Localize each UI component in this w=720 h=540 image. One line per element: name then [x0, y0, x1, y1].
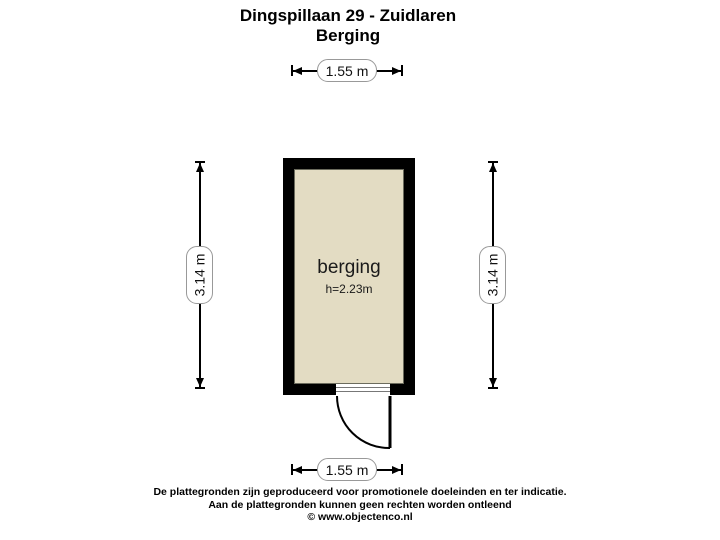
- room-berging: berging h=2.23m: [294, 169, 404, 384]
- disclaimer-line-1: De plattegronden zijn geproduceerd voor …: [153, 486, 567, 498]
- disclaimer-line-2: Aan de plattegronden kunnen geen rechten…: [208, 498, 512, 511]
- dimension-value: 3.14 m: [484, 253, 501, 297]
- arrow-down-icon: [489, 378, 497, 387]
- room-height-label: h=2.23m: [325, 282, 373, 296]
- dimension-end-tick: [488, 161, 498, 163]
- arrow-up-icon: [196, 163, 204, 172]
- arrow-left-icon: [293, 466, 302, 474]
- copyright-line: © www.objectenco.nl: [307, 511, 413, 523]
- dimension-end-tick: [291, 65, 293, 76]
- dimension-end-tick: [195, 161, 205, 163]
- door-track-line: [333, 387, 393, 388]
- door-threshold: [333, 384, 393, 395]
- arrow-right-icon: [392, 67, 401, 75]
- dimension-end-tick: [488, 387, 498, 389]
- door-swing-arc: [336, 395, 391, 450]
- dimension-end-tick: [401, 464, 403, 475]
- dimension-label-top: 1.55 m: [317, 59, 377, 82]
- dimension-label-bottom: 1.55 m: [317, 458, 377, 481]
- dimension-value: 1.55 m: [325, 62, 369, 79]
- arrow-left-icon: [293, 67, 302, 75]
- arrow-down-icon: [196, 378, 204, 387]
- page-title: Dingspillaan 29 - Zuidlaren: [239, 6, 457, 25]
- arrow-up-icon: [489, 163, 497, 172]
- room-name-label: berging: [317, 257, 381, 278]
- dimension-label-left: 3.14 m: [186, 246, 213, 304]
- arrow-right-icon: [392, 466, 401, 474]
- dimension-value: 1.55 m: [325, 461, 369, 478]
- door-jamb-left: [333, 384, 336, 395]
- dimension-end-tick: [291, 464, 293, 475]
- title-block: Dingspillaan 29 - Zuidlaren Berging: [0, 6, 696, 46]
- door-track-line: [333, 391, 393, 392]
- dimension-end-tick: [195, 387, 205, 389]
- dimension-end-tick: [401, 65, 403, 76]
- door-jamb-right: [390, 384, 393, 395]
- page-subtitle: Berging: [315, 26, 381, 45]
- dimension-label-right: 3.14 m: [479, 246, 506, 304]
- dimension-value: 3.14 m: [191, 253, 208, 297]
- footer-disclaimer: De plattegronden zijn geproduceerd voor …: [0, 486, 720, 524]
